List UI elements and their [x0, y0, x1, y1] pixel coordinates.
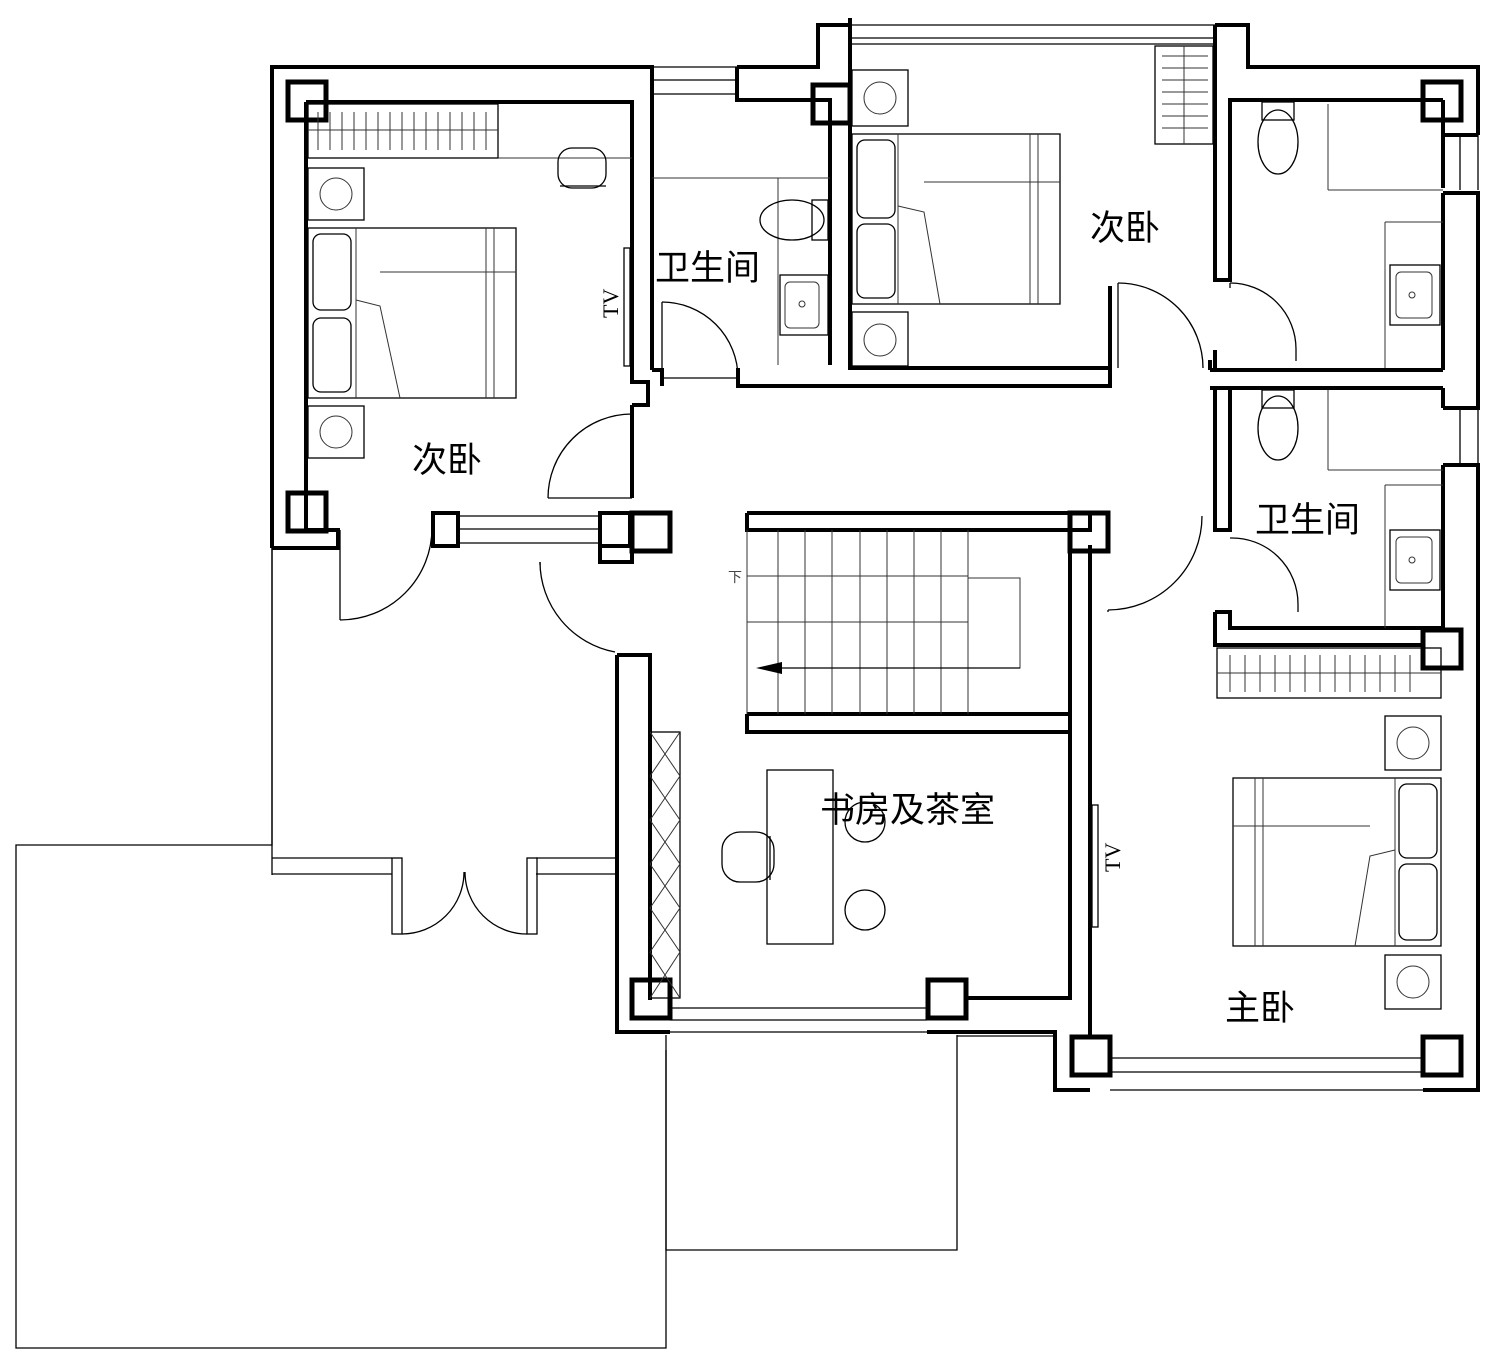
furniture-bedroom-nw [307, 103, 632, 459]
room-label-bathroom-n: 卫生间 [655, 249, 760, 289]
wardrobe-hangers-n [1162, 55, 1208, 129]
room-label-bathroom-e: 卫生间 [1255, 501, 1360, 541]
furniture-study [649, 731, 886, 999]
doors [339, 282, 1299, 653]
furniture-bathroom-n [652, 177, 830, 379]
tv-label-west: TV [598, 289, 623, 318]
furniture-bedroom-n [851, 45, 1214, 367]
wardrobe-hangers-master [1229, 655, 1411, 692]
room-label-bedroom-nw: 次卧 [412, 441, 482, 481]
walls [270, 18, 1480, 1092]
tv-label-east: TV [1100, 843, 1125, 872]
room-label-study: 书房及茶室 [820, 791, 995, 831]
furniture-bathroom-e [1257, 101, 1443, 628]
terrace-outlines [15, 548, 1055, 1349]
room-labels: 次卧 卫生间 次卧 卫生间 书房及茶室 主卧 [412, 209, 1360, 1029]
room-label-master-bedroom: 主卧 [1225, 989, 1295, 1029]
room-label-bedroom-n: 次卧 [1090, 209, 1160, 249]
tv-labels: TV TV [598, 289, 1125, 872]
stair-down-note: 下 [728, 571, 742, 586]
staircase: 下 [728, 530, 1021, 714]
wardrobe-hangers-nw [317, 112, 487, 150]
furniture-master-bedroom [1091, 647, 1442, 1010]
columns [285, 79, 1464, 1078]
